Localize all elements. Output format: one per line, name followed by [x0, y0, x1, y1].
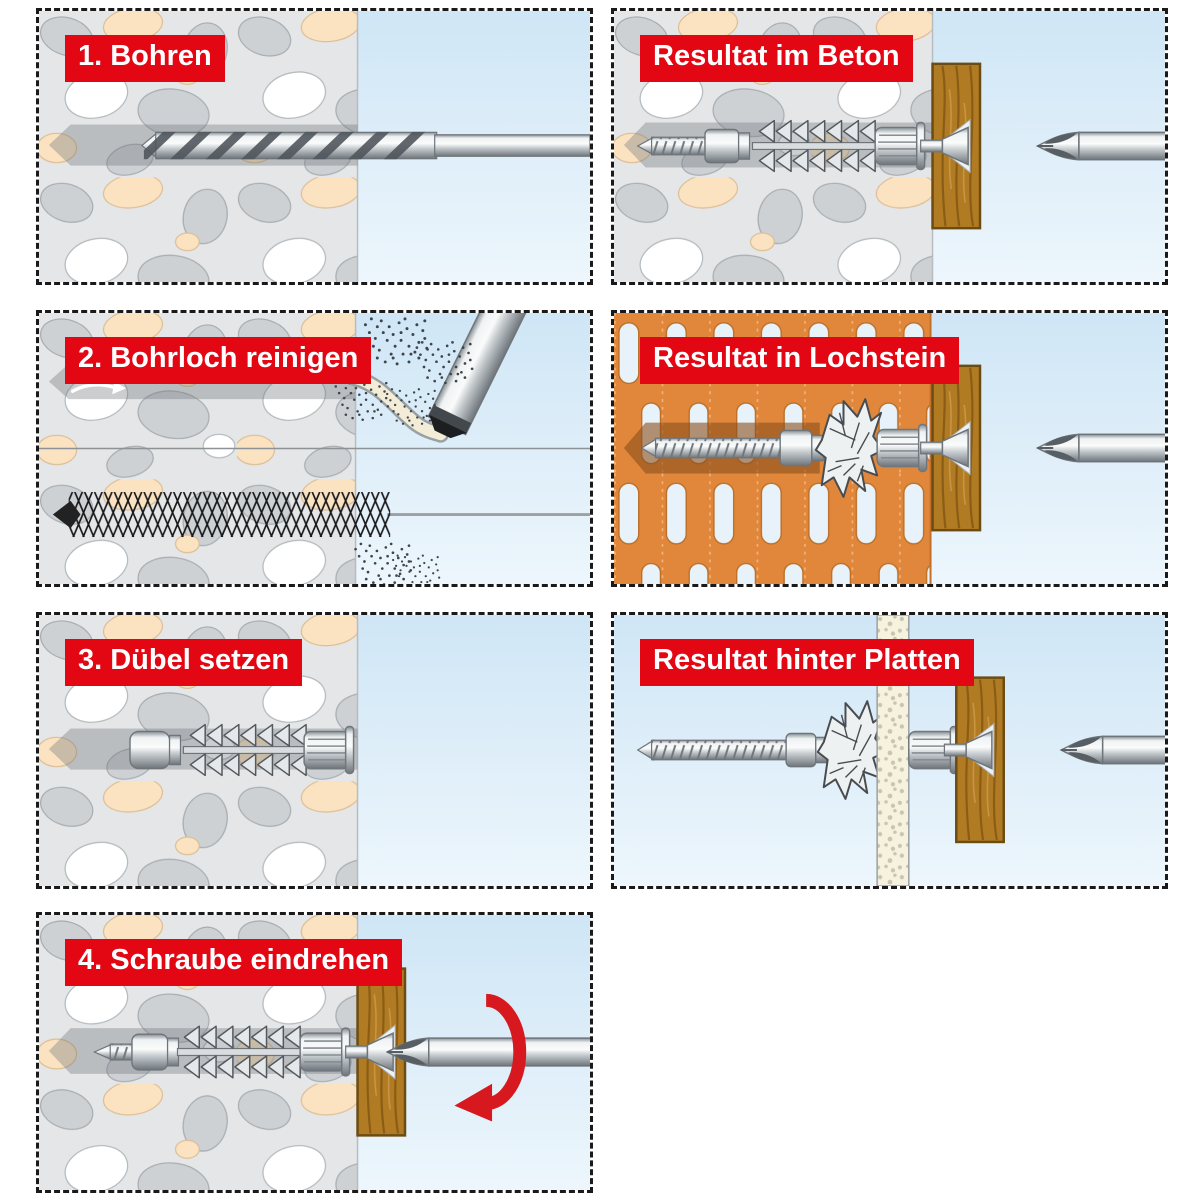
cleaning-brush — [52, 492, 590, 538]
anchor-collar — [704, 128, 740, 164]
drill-shank — [434, 134, 590, 157]
pump-hose — [347, 371, 447, 441]
panel-label: Resultat im Beton — [640, 35, 913, 82]
phillips-bit-icon — [1036, 131, 1165, 161]
panel-step-4-schraube: 4. Schraube eindrehen — [36, 912, 593, 1193]
pump-nozzle — [429, 414, 467, 439]
anchor-fins — [876, 423, 928, 473]
screw-and-anchor — [92, 1024, 396, 1080]
panel-result-platten: Resultat hinter Platten — [611, 612, 1168, 889]
phillips-bit-icon — [1036, 433, 1165, 463]
phillips-bit-icon — [386, 1037, 590, 1067]
screw-thread — [650, 739, 787, 761]
anchor-fins — [299, 1027, 351, 1077]
screw-thread — [109, 1043, 133, 1061]
drill-bit — [140, 131, 590, 160]
screw-thread — [654, 437, 781, 459]
anchor-fins — [874, 121, 926, 171]
drill-flutes — [143, 131, 426, 160]
anchor-collar — [129, 730, 171, 770]
illustration-drilling — [39, 11, 590, 282]
panel-step-3-duebel: 3. Dübel setzen — [36, 612, 593, 889]
anchor-barbs — [751, 119, 876, 173]
panel-step-1-bohren: 1. Bohren — [36, 8, 593, 285]
anchor-dowel — [129, 723, 355, 777]
blowout-pump — [345, 313, 558, 443]
screw-and-anchor — [640, 398, 971, 498]
panel-label: Resultat hinter Platten — [640, 639, 974, 686]
panel-label: 4. Schraube eindrehen — [65, 939, 403, 986]
panel-label: Resultat in Lochstein — [640, 337, 960, 384]
screw-and-anchor — [636, 118, 971, 174]
anchor-collar — [779, 429, 813, 467]
screw-thread — [650, 136, 706, 156]
anchor-barbs — [182, 723, 307, 777]
panel-result-lochstein: Resultat in Lochstein — [611, 310, 1168, 587]
anchor-fins — [303, 725, 355, 775]
panel-label: 1. Bohren — [65, 35, 225, 82]
panel-label: 2. Bohrloch reinigen — [65, 337, 372, 384]
anchor-collar — [785, 732, 817, 768]
rotation-arrow-icon — [454, 993, 527, 1122]
anchor-barbs — [176, 1025, 301, 1079]
brush-tip — [52, 500, 81, 529]
panel-step-2-reinigen: 2. Bohrloch reinigen — [36, 310, 593, 587]
panel-label: 3. Dübel setzen — [65, 639, 303, 686]
screw-and-anchor — [636, 700, 887, 800]
panel-result-beton: Resultat im Beton — [611, 8, 1168, 285]
anchor-collar — [131, 1033, 169, 1071]
